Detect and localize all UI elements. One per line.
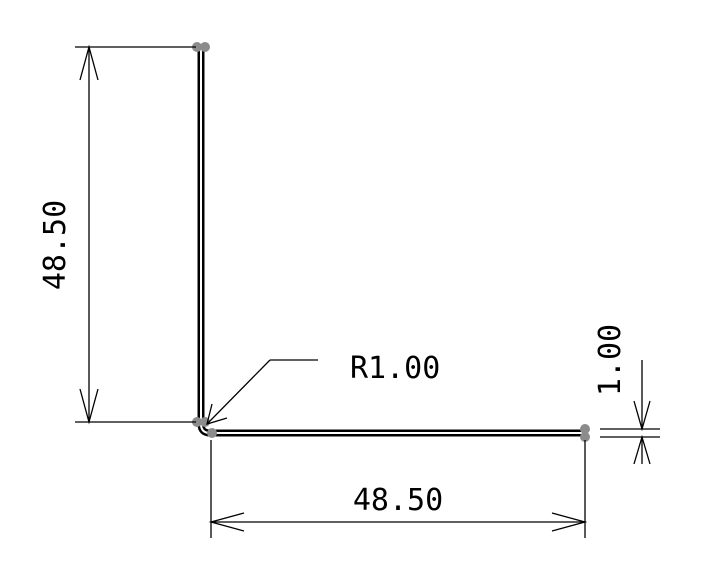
- horizontal-dimension: 48.50: [208, 440, 588, 538]
- thickness-dimension: 1.00: [593, 324, 660, 465]
- endpoint-top: [192, 42, 202, 52]
- endpoint-right: [580, 424, 590, 434]
- arrow-left-icon: [208, 512, 245, 532]
- endpoint-markers: [192, 42, 590, 442]
- vertical-dimension-label: 48.50: [38, 200, 73, 290]
- arrow-up-icon: [79, 44, 99, 81]
- radius-leader-diagonal: [206, 359, 271, 425]
- endpoint-corner: [192, 417, 202, 427]
- endpoint-right-2: [580, 432, 590, 442]
- endpoint-top-2: [200, 42, 210, 52]
- vertical-dimension: 48.50: [38, 44, 196, 425]
- radius-callout: R1.00: [206, 351, 440, 425]
- arrow-down-icon: [79, 388, 99, 425]
- arrow-up-icon: [633, 434, 651, 465]
- arrow-leader-icon: [206, 403, 228, 425]
- endpoint-corner-3: [207, 428, 217, 438]
- arrow-down-icon: [633, 400, 651, 432]
- arrow-right-icon: [551, 512, 588, 532]
- bend-radius-label: R1.00: [350, 351, 440, 386]
- horizontal-dimension-label: 48.50: [353, 483, 443, 518]
- thickness-dimension-label: 1.00: [593, 324, 628, 396]
